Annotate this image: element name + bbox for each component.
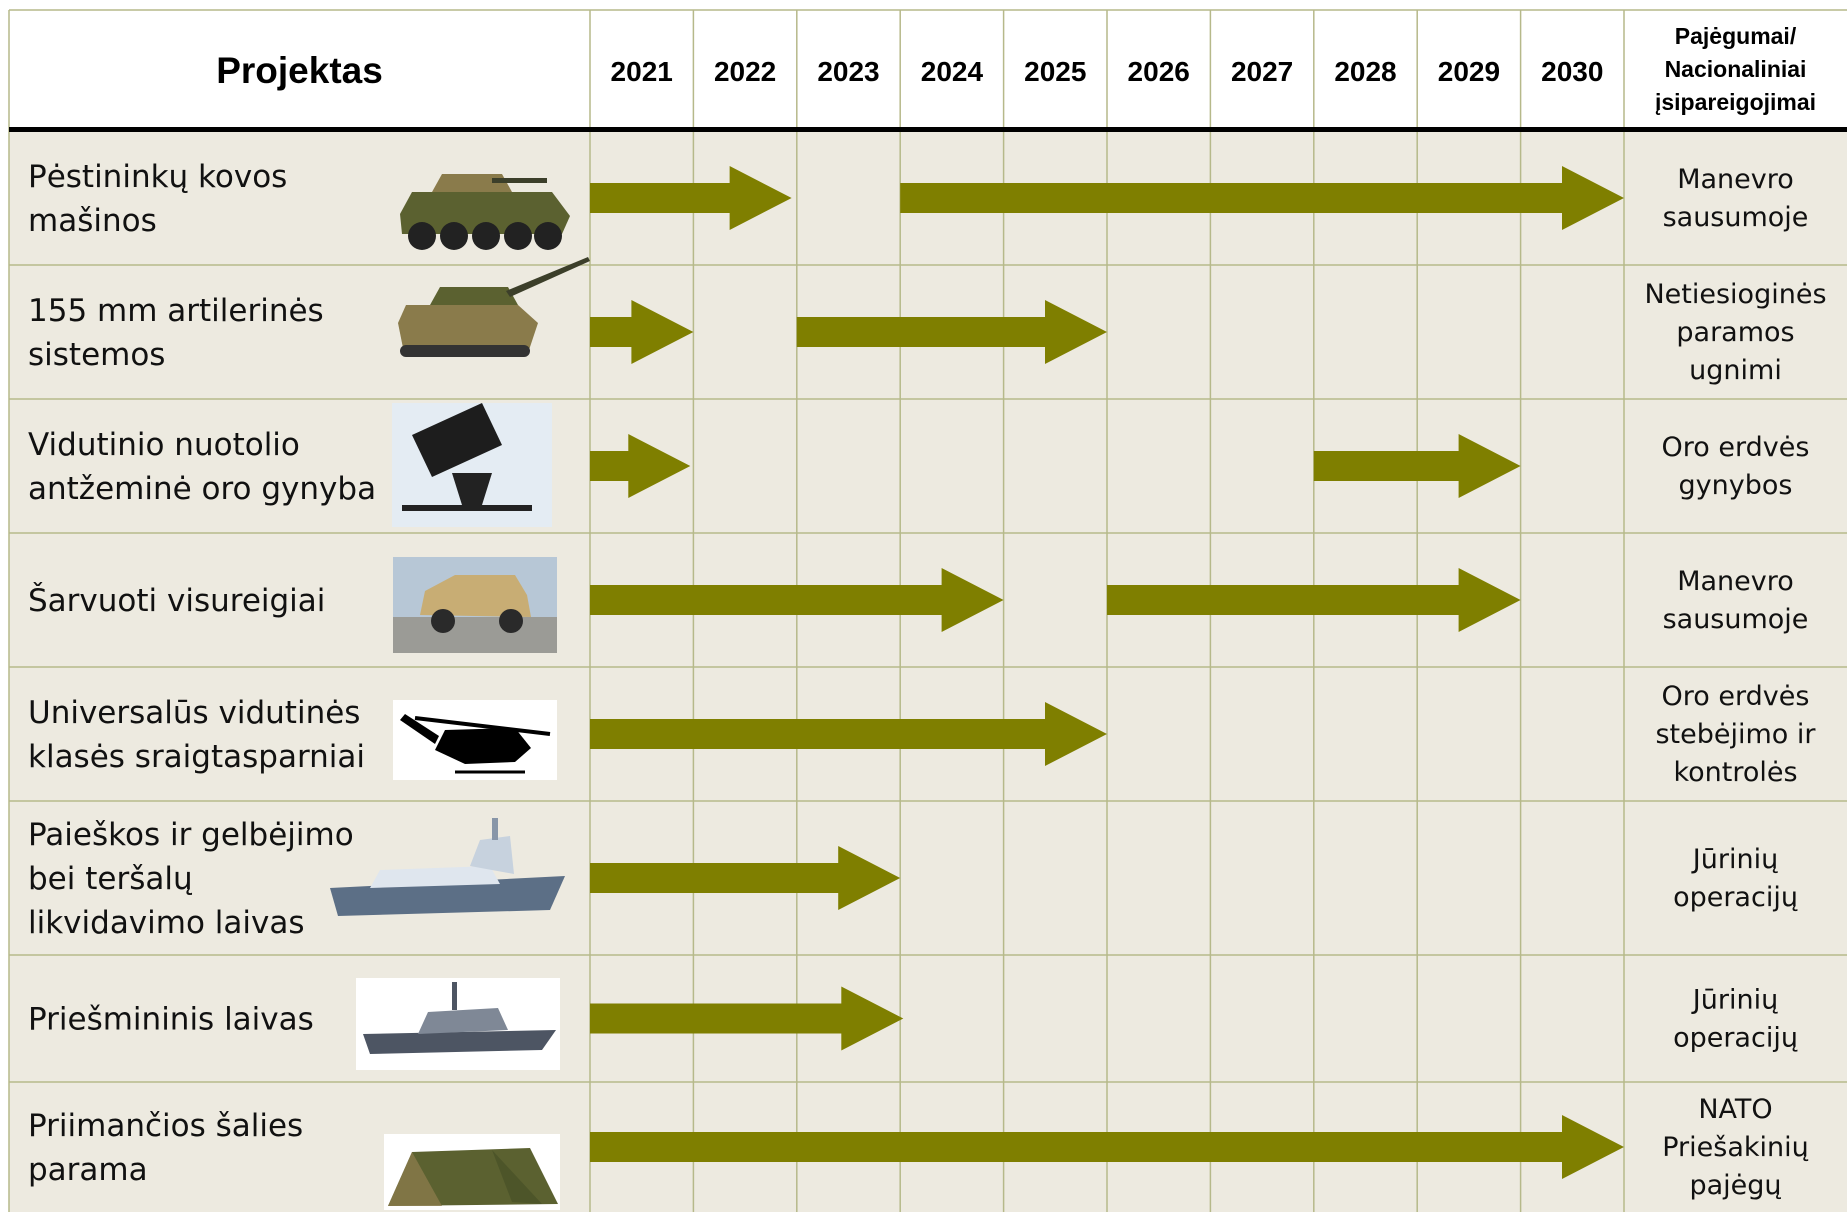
capability-line: Manevro <box>1677 164 1794 195</box>
project-name-line: Paieškos ir gelbėjimo <box>28 817 354 853</box>
project-name-line: Priimančios šalies <box>28 1108 303 1144</box>
year-label-2029: 2029 <box>1438 56 1500 87</box>
timeline-arrow <box>900 166 1624 230</box>
year-label-2025: 2025 <box>1024 56 1086 87</box>
header-project: Projektas <box>216 50 383 91</box>
project-name-line: bei teršalų <box>28 861 193 897</box>
timeline-arrow <box>1313 434 1521 498</box>
timeline-arrow <box>590 1115 1624 1179</box>
military-tent-icon <box>384 1134 560 1210</box>
capability-line: Manevro <box>1677 566 1794 597</box>
timeline-arrow <box>590 702 1107 766</box>
table-row: 155 mm artilerinės sistemos Netiesioginės p… <box>28 279 1827 386</box>
timeline-arrow <box>590 166 792 230</box>
year-label-2022: 2022 <box>714 56 776 87</box>
capability-line: Priešakinių <box>1662 1132 1809 1163</box>
rescue-vessel-icon <box>330 818 565 916</box>
table-row: Universalūs vidutinės klasės sraigtasparn… <box>28 681 1816 788</box>
project-name-line: mašinos <box>28 203 157 239</box>
mine-countermeasure-vessel-icon <box>356 978 560 1070</box>
year-label-2028: 2028 <box>1334 56 1396 87</box>
project-name-line: sistemos <box>28 337 165 373</box>
project-name-line: Šarvuoti visureigiai <box>28 582 325 619</box>
capability-line: Oro erdvės <box>1662 681 1810 712</box>
header-background <box>9 10 1847 128</box>
year-label-2023: 2023 <box>817 56 879 87</box>
header-capability-line: Pajėgumai/ <box>1675 23 1797 49</box>
year-label-2024: 2024 <box>921 56 984 87</box>
project-name-line: Pėstininkų kovos <box>28 159 287 195</box>
capability-line: operacijų <box>1673 1023 1798 1054</box>
table-row: Priešmininis laivas Jūrinių operacijų <box>28 985 1798 1054</box>
table-row: Priimančios šalies parama NATO Priešakinių p… <box>28 1094 1809 1201</box>
project-name-line: likvidavimo laivas <box>28 905 305 941</box>
table-row: Vidutinio nuotolio antžeminė oro gynyba Or… <box>28 427 1809 507</box>
project-name-line: Priešmininis laivas <box>28 1002 314 1038</box>
timeline-arrow <box>1107 568 1521 632</box>
capability-line: NATO <box>1698 1094 1772 1125</box>
timeline-arrow <box>590 846 901 910</box>
timeline-arrow <box>590 568 1004 632</box>
capability-line: pajėgų <box>1689 1170 1781 1201</box>
project-name-line: Universalūs vidutinės <box>28 695 360 731</box>
capability-line: Jūrinių <box>1691 844 1778 875</box>
helicopter-icon <box>393 700 557 780</box>
project-name-line: Vidutinio nuotolio <box>28 427 300 463</box>
timeline-arrow <box>590 300 694 364</box>
timeline-arrow <box>590 986 904 1051</box>
table-row: Paieškos ir gelbėjimo bei teršalų likvidav… <box>28 817 1798 941</box>
table-row: Šarvuoti visureigiai Manevro sausumoje <box>28 566 1808 635</box>
infantry-fighting-vehicle-icon <box>400 174 570 250</box>
project-name-line: 155 mm artilerinės <box>28 293 324 329</box>
capability-line: sausumoje <box>1663 604 1809 635</box>
body-background <box>9 128 1847 1212</box>
timeline-arrow <box>590 434 691 498</box>
project-name-line: klasės sraigtasparniai <box>28 739 365 775</box>
capability-line: operacijų <box>1673 882 1798 913</box>
capability-line: ugnimi <box>1689 355 1782 386</box>
capability-line: Oro erdvės <box>1662 432 1810 463</box>
table-row: Pėstininkų kovos mašinos Manevro sausumoje <box>28 159 1808 239</box>
capability-line: kontrolės <box>1673 757 1797 788</box>
armored-vehicle-icon <box>393 557 557 653</box>
year-label-2030: 2030 <box>1541 56 1603 87</box>
project-name-line: parama <box>28 1152 148 1188</box>
capability-line: sausumoje <box>1663 202 1809 233</box>
year-label-2027: 2027 <box>1231 56 1293 87</box>
air-defense-launcher-icon <box>392 403 552 527</box>
capability-line: Netiesioginės <box>1644 279 1826 310</box>
header-capability-line: įsipareigojimai <box>1655 89 1816 115</box>
capability-line: paramos <box>1676 317 1794 348</box>
capability-line: Jūrinių <box>1691 985 1778 1016</box>
project-name-line: antžeminė oro gynyba <box>28 471 376 507</box>
capability-line: gynybos <box>1679 470 1793 501</box>
capability-line: stebėjimo ir <box>1655 719 1816 750</box>
timeline-arrow <box>796 300 1107 364</box>
year-label-2026: 2026 <box>1128 56 1190 87</box>
self-propelled-howitzer-icon <box>398 257 590 357</box>
header-capability-line: Nacionaliniai <box>1665 56 1807 82</box>
year-label-2021: 2021 <box>611 56 673 87</box>
